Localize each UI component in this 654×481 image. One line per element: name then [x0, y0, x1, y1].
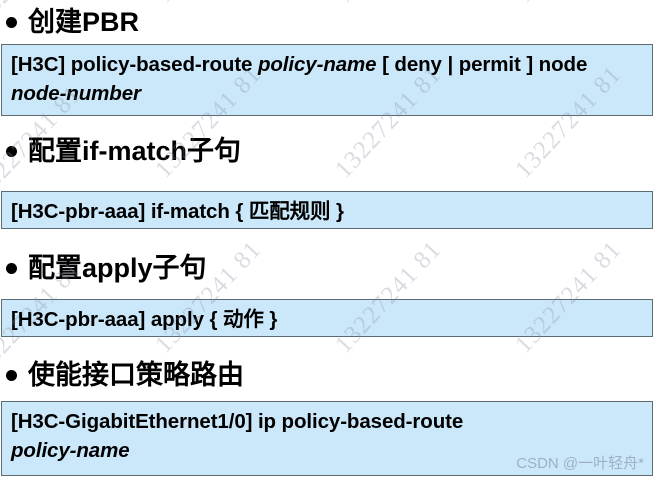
- section-heading-label: 创建PBR: [28, 6, 140, 37]
- command-box-enable-interface-pbr: [H3C-GigabitEthernet1/0] ip policy-based…: [1, 401, 653, 476]
- command-param: policy-name: [257, 53, 377, 76]
- command-line: [H3C] policy-based-route policy-name [ d…: [11, 53, 587, 105]
- command-text: [H3C-pbr-aaa] if-match { 匹配规则 }: [11, 200, 344, 223]
- section-heading-label: 使能接口策略路由: [28, 359, 244, 390]
- command-text: permit ] node: [458, 53, 588, 76]
- section-heading-create-pbr: 创建PBR: [0, 4, 654, 40]
- section-heading-label: 配置if-match子句: [28, 135, 242, 166]
- command-text: [H3C] policy-based-route: [11, 53, 258, 76]
- section-heading-label: 配置apply子句: [28, 252, 207, 283]
- command-text: [ deny |: [376, 53, 454, 76]
- command-param: policy-name: [11, 439, 130, 463]
- command-param: node-number: [11, 82, 141, 106]
- command-text: [H3C-GigabitEthernet1/0] ip policy-based…: [11, 410, 464, 433]
- bullet-icon: [6, 16, 17, 28]
- command-box-apply: [H3C-pbr-aaa] apply { 动作 }: [1, 299, 653, 337]
- section-heading-if-match: 配置if-match子句: [0, 133, 654, 169]
- section-heading-apply: 配置apply子句: [0, 250, 654, 286]
- bullet-icon: [6, 369, 17, 381]
- bullet-icon: [6, 262, 17, 274]
- section-heading-enable-interface-pbr: 使能接口策略路由: [0, 357, 654, 393]
- command-box-create-pbr: [H3C] policy-based-route policy-name [ d…: [1, 44, 653, 116]
- command-box-if-match: [H3C-pbr-aaa] if-match { 匹配规则 }: [1, 191, 653, 229]
- bullet-icon: [6, 145, 17, 157]
- command-text: [H3C-pbr-aaa] apply { 动作 }: [11, 308, 278, 331]
